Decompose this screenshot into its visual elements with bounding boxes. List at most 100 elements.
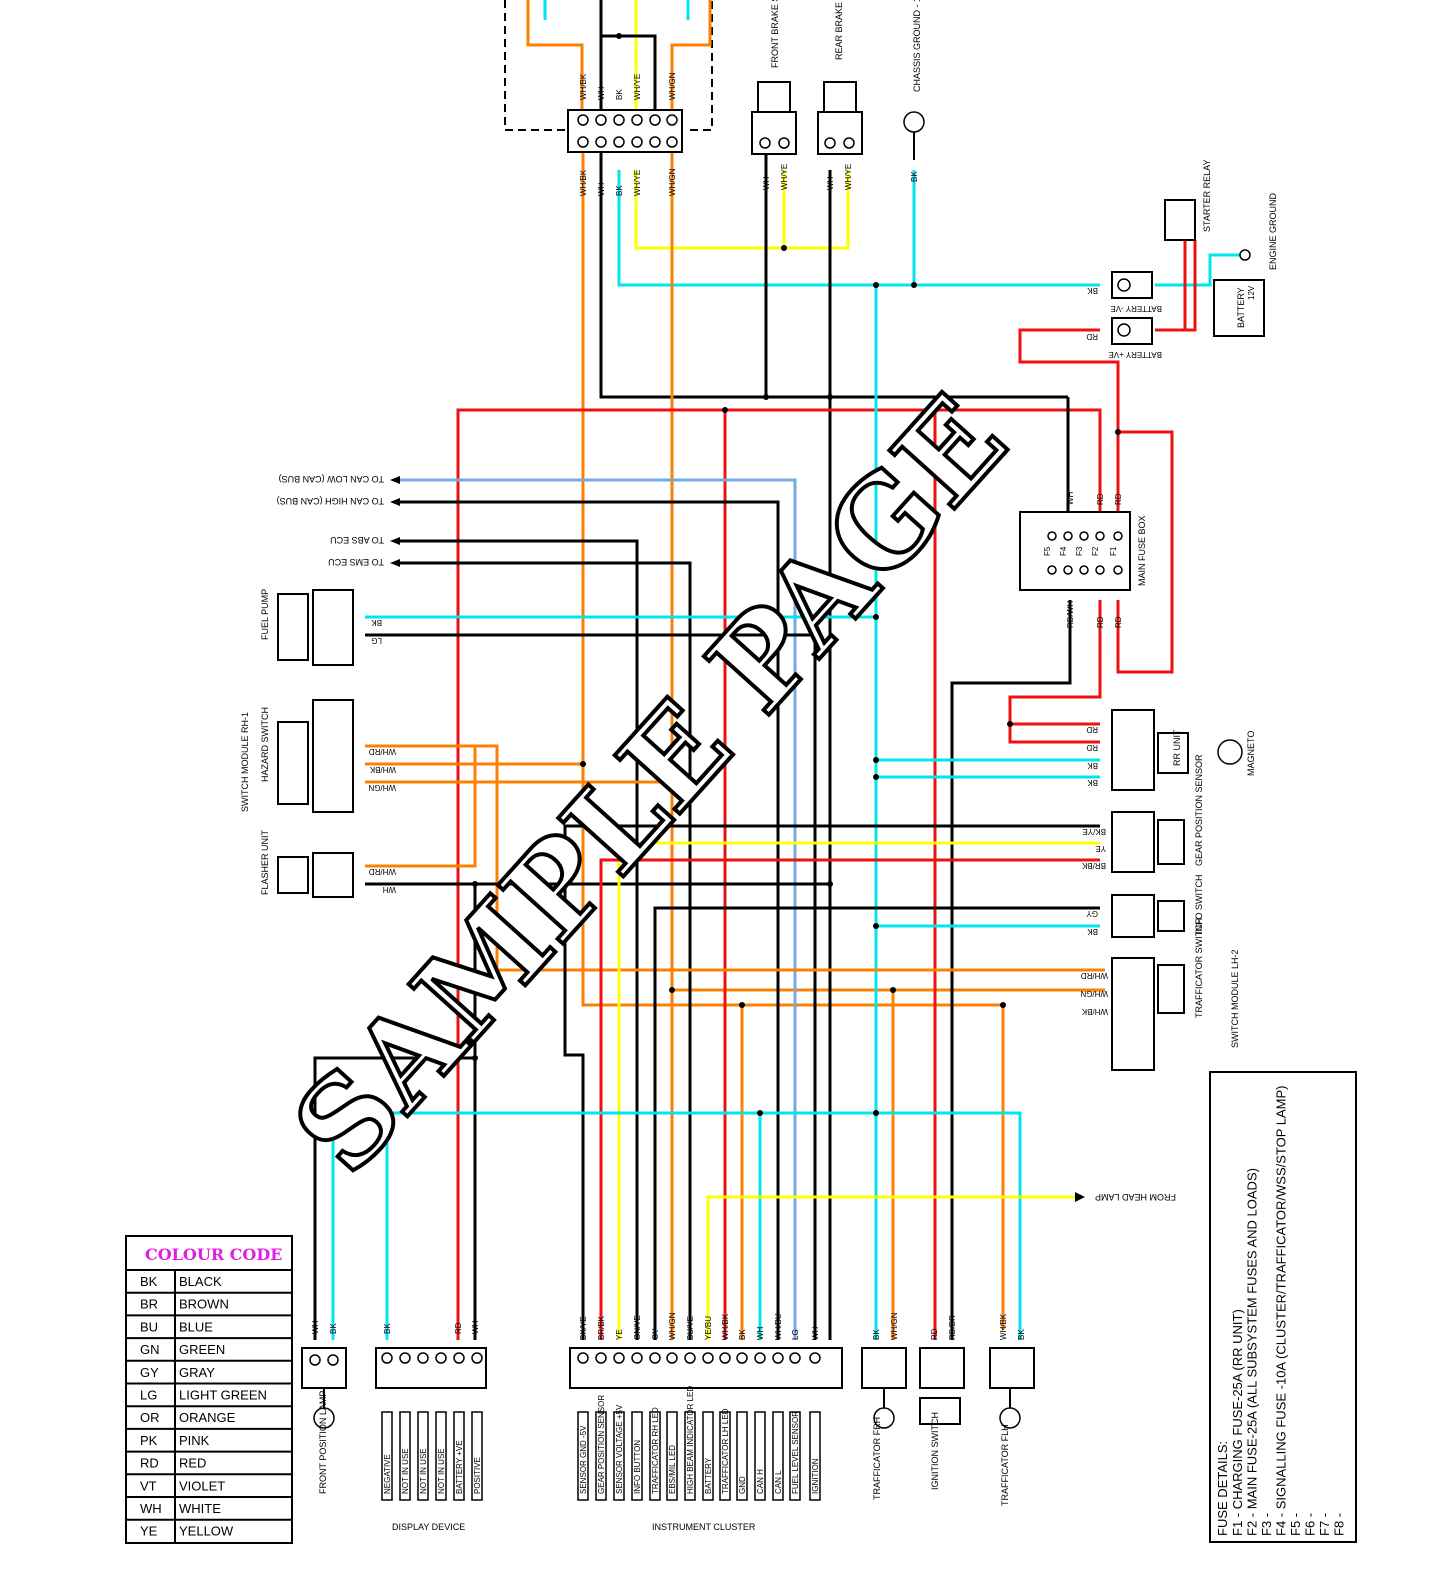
fuse-details-box: FUSE DETAILS:F1 - CHARGING FUSE-25A (RR … — [1209, 1071, 1357, 1543]
legend-colour-name: VIOLET — [179, 1478, 225, 1493]
wire-code: RD — [1096, 493, 1105, 505]
display-pin-label: NEGATIVE — [383, 1454, 392, 1494]
label-battery-neg: BATTERY -VE — [1110, 304, 1162, 313]
wire-code: WH/BK — [999, 1313, 1008, 1340]
legend-colour-name: YELLOW — [179, 1524, 234, 1539]
legend-colour-name: ORANGE — [179, 1410, 236, 1425]
wire-code: WH/GN — [890, 1312, 899, 1340]
label-front-position-lamp: FRONT POSITION LAMP — [318, 1391, 328, 1494]
legend-colour-name: GRAY — [179, 1365, 215, 1380]
legend-code: YE — [140, 1524, 158, 1539]
wire-code: RD — [1086, 725, 1098, 734]
label-hazard-switch: HAZARD SWITCH — [260, 707, 270, 782]
cluster-pin-label: TRAFFICATOR RH LED — [651, 1407, 660, 1494]
legend-code: BK — [140, 1274, 158, 1289]
label-to-can-low: TO CAN LOW (CAN BUS) — [279, 474, 384, 484]
cluster-pin-label: SENSOR GND -5V — [579, 1425, 588, 1494]
wire-code: RD — [454, 1322, 463, 1334]
wire-code: GN/YE — [633, 1315, 642, 1340]
cluster-pin-label: BATTERY — [704, 1457, 713, 1494]
legend-code: RD — [140, 1456, 159, 1471]
label-gear-sensor: GEAR POSITION SENSOR — [1194, 754, 1204, 866]
legend-title: COLOUR CODE — [145, 1245, 282, 1264]
wire-code: WH — [811, 1326, 820, 1340]
fuse-name: F1 — [1109, 546, 1118, 556]
wire-code: WH — [311, 1320, 320, 1334]
wire-code: WH/GN — [668, 168, 677, 196]
label-starter-relay: STARTER RELAY — [1202, 159, 1212, 232]
legend-colour-name: RED — [179, 1456, 206, 1471]
wire-code: RD — [1096, 616, 1105, 628]
cluster-pin-label: HIGH BEAM INDICATOR LED — [686, 1386, 695, 1494]
legend-code: OR — [140, 1410, 160, 1425]
wire-code: WH/RD — [369, 867, 396, 876]
label-display-device: DISPLAY DEVICE — [392, 1522, 465, 1532]
wire-code: RD — [1086, 743, 1098, 752]
wire-code: BK — [1087, 286, 1098, 295]
wire-code: BK — [383, 1323, 392, 1334]
fuse-details-title: FUSE DETAILS: — [1215, 1441, 1230, 1536]
wire-code: YE — [615, 1329, 624, 1340]
legend-code: LG — [140, 1388, 157, 1403]
legend-colour-name: LIGHT GREEN — [179, 1388, 267, 1403]
legend-colour-name: WHITE — [179, 1501, 221, 1516]
legend-code: PK — [140, 1433, 158, 1448]
cluster-pin-label: TRAFFICATOR LH LED — [721, 1408, 730, 1494]
wire-code: WH/GN — [1080, 989, 1108, 998]
wire-code: LG — [371, 636, 382, 645]
legend-code: WH — [140, 1501, 162, 1516]
wire-code: RD — [930, 1328, 939, 1340]
label-battery: BATTERY — [1236, 287, 1246, 328]
fuse-name: F3 — [1075, 546, 1084, 556]
wire-code: RD — [1114, 616, 1123, 628]
wire-code: WH — [597, 182, 606, 196]
wire-code: RD/BR — [948, 1315, 957, 1340]
legend-colour-name: BROWN — [179, 1297, 229, 1312]
legend-code: BU — [140, 1319, 158, 1334]
fuse-detail-line: F5 - — [1288, 1513, 1303, 1536]
label-to-can-high: TO CAN HIGH (CAN BUS) — [277, 496, 384, 506]
label-switch-module-lh: SWITCH MODULE LH-2 — [1230, 949, 1240, 1048]
label-switch-module-rh: SWITCH MODULE RH-1 — [240, 712, 250, 812]
label-ignition-switch: IGNITION SWITCH — [930, 1412, 940, 1490]
fuse-detail-line: F8 - — [1332, 1513, 1347, 1536]
cluster-pin-label: GEAR POSITION SENSOR — [597, 1395, 606, 1494]
label-chassis-ground: CHASSIS GROUND - 1 — [912, 0, 922, 92]
cluster-pin-label: EBS/MIL LED — [668, 1445, 677, 1494]
wire-code: WH/BU — [774, 1313, 783, 1340]
wire-code: BK — [615, 185, 624, 196]
wire-code: BK — [910, 171, 919, 182]
wire-code: WH/YE — [633, 170, 642, 196]
display-pin-label: BATTERY +VE — [455, 1440, 464, 1494]
fuse-detail-line: F2 - MAIN FUSE-25A (ALL SUBSYSTEM FUSES … — [1245, 1168, 1260, 1536]
wire-code: RD — [1086, 332, 1098, 341]
label-flasher-unit: FLASHER UNIT — [260, 829, 270, 895]
wire-code: BR/BK — [1081, 861, 1106, 870]
fuse-detail-line: F4 - SIGNALLING FUSE -10A (CLUSTER/TRAFF… — [1274, 1085, 1289, 1536]
label-info-switch: INFO SWITCH — [1194, 875, 1204, 935]
display-pin-label: NOT IN USE — [401, 1448, 410, 1494]
wire-code: BK — [615, 89, 624, 100]
wire-code: WH — [597, 86, 606, 100]
wire-code: BK — [1087, 778, 1098, 787]
component-labels: FRONT BRAKE SWITCH REAR BRAKE SWITCH CHA… — [240, 0, 1278, 1532]
wire-code: BK — [371, 618, 382, 627]
wire-code: WH/RD — [369, 747, 396, 756]
cluster-pin-label: CAN H — [756, 1469, 765, 1494]
wire-code: WH — [756, 1326, 765, 1340]
wire-code: YE/BU — [704, 1316, 713, 1340]
legend-code: GY — [140, 1365, 159, 1380]
label-rear-brake: REAR BRAKE SWITCH — [834, 0, 844, 60]
label-to-ems: TO EMS ECU — [328, 557, 384, 567]
cluster-pin-label: IGNITION — [811, 1458, 820, 1494]
wire-code: WH — [382, 885, 396, 894]
label-trafficator-switch: TRAFFICATOR SWITCH — [1194, 918, 1204, 1018]
wire-code: BU/YE — [686, 1316, 695, 1340]
label-to-abs: TO ABS ECU — [330, 535, 384, 545]
legend-colour-name: GREEN — [179, 1342, 225, 1357]
wire-code: WH/YE — [780, 164, 789, 190]
